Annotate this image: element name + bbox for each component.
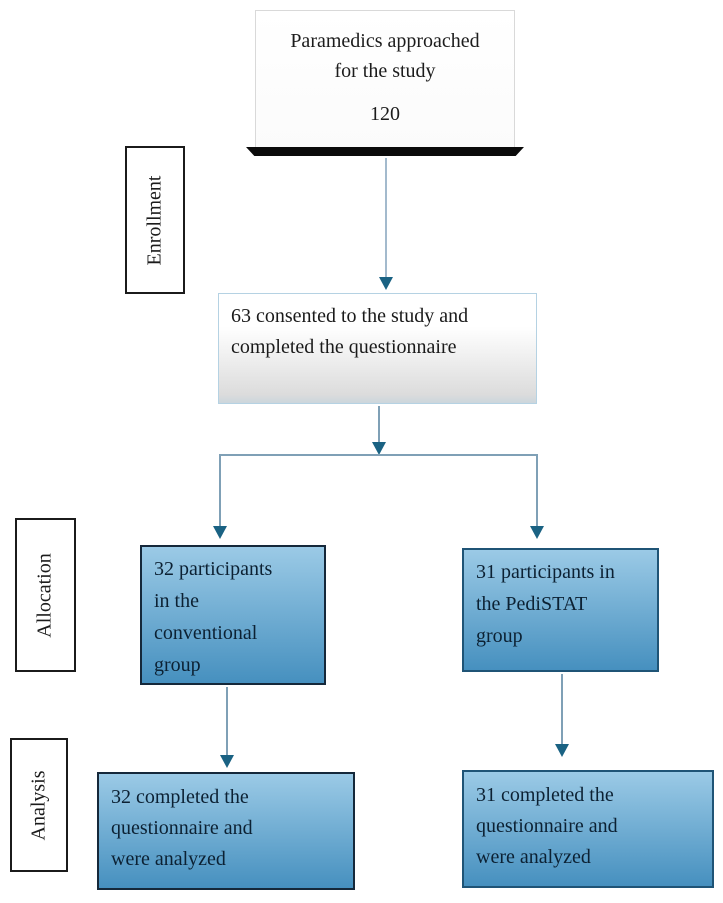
arrow-line-split [378,406,380,443]
arrow-line-right-analysis [561,674,563,745]
stage-label-enrollment-text: Enrollment [143,175,166,265]
arrow-line-enrollment [385,158,387,278]
approached-box: Paramedics approached for the study 120 [255,10,515,148]
conventional-analyzed-text: 32 completed the questionnaire and were … [111,786,253,870]
pedistat-analyzed-box: 31 completed the questionnaire and were … [462,770,714,888]
stage-label-allocation: Allocation [15,518,76,672]
branch-line-left [219,454,221,527]
arrow-head-right-branch [530,526,544,539]
consented-text: 63 consented to the study and completed … [231,305,469,358]
approached-line1: Paramedics approached [290,30,480,52]
pedistat-analyzed-text: 31 completed the questionnaire and were … [476,784,618,868]
approached-box-shadow [246,147,524,156]
stage-label-enrollment: Enrollment [125,146,185,294]
pedistat-group-box: 31 participants in the PediSTAT group [462,548,659,672]
split-connector-line [219,454,538,456]
conventional-analyzed-box: 32 completed the questionnaire and were … [97,772,355,890]
stage-label-allocation-text: Allocation [34,552,56,638]
conventional-group-box: 32 participants in the conventional grou… [140,545,326,685]
stage-label-analysis-text: Analysis [27,770,50,840]
arrow-head-left-analysis [220,755,234,768]
arrow-line-left-analysis [226,687,228,756]
arrow-head-left-branch [213,526,227,539]
conventional-group-text: 32 participants in the conventional grou… [154,558,273,676]
consented-box: 63 consented to the study and completed … [218,293,537,404]
approached-line2: for the study [334,60,436,82]
stage-label-analysis: Analysis [10,738,68,872]
arrow-head-right-analysis [555,744,569,757]
arrow-head-enrollment [379,277,393,290]
pedistat-group-text: 31 participants in the PediSTAT group [476,561,615,647]
arrow-head-split [372,442,386,455]
approached-count: 120 [370,103,400,125]
branch-line-right [536,454,538,527]
